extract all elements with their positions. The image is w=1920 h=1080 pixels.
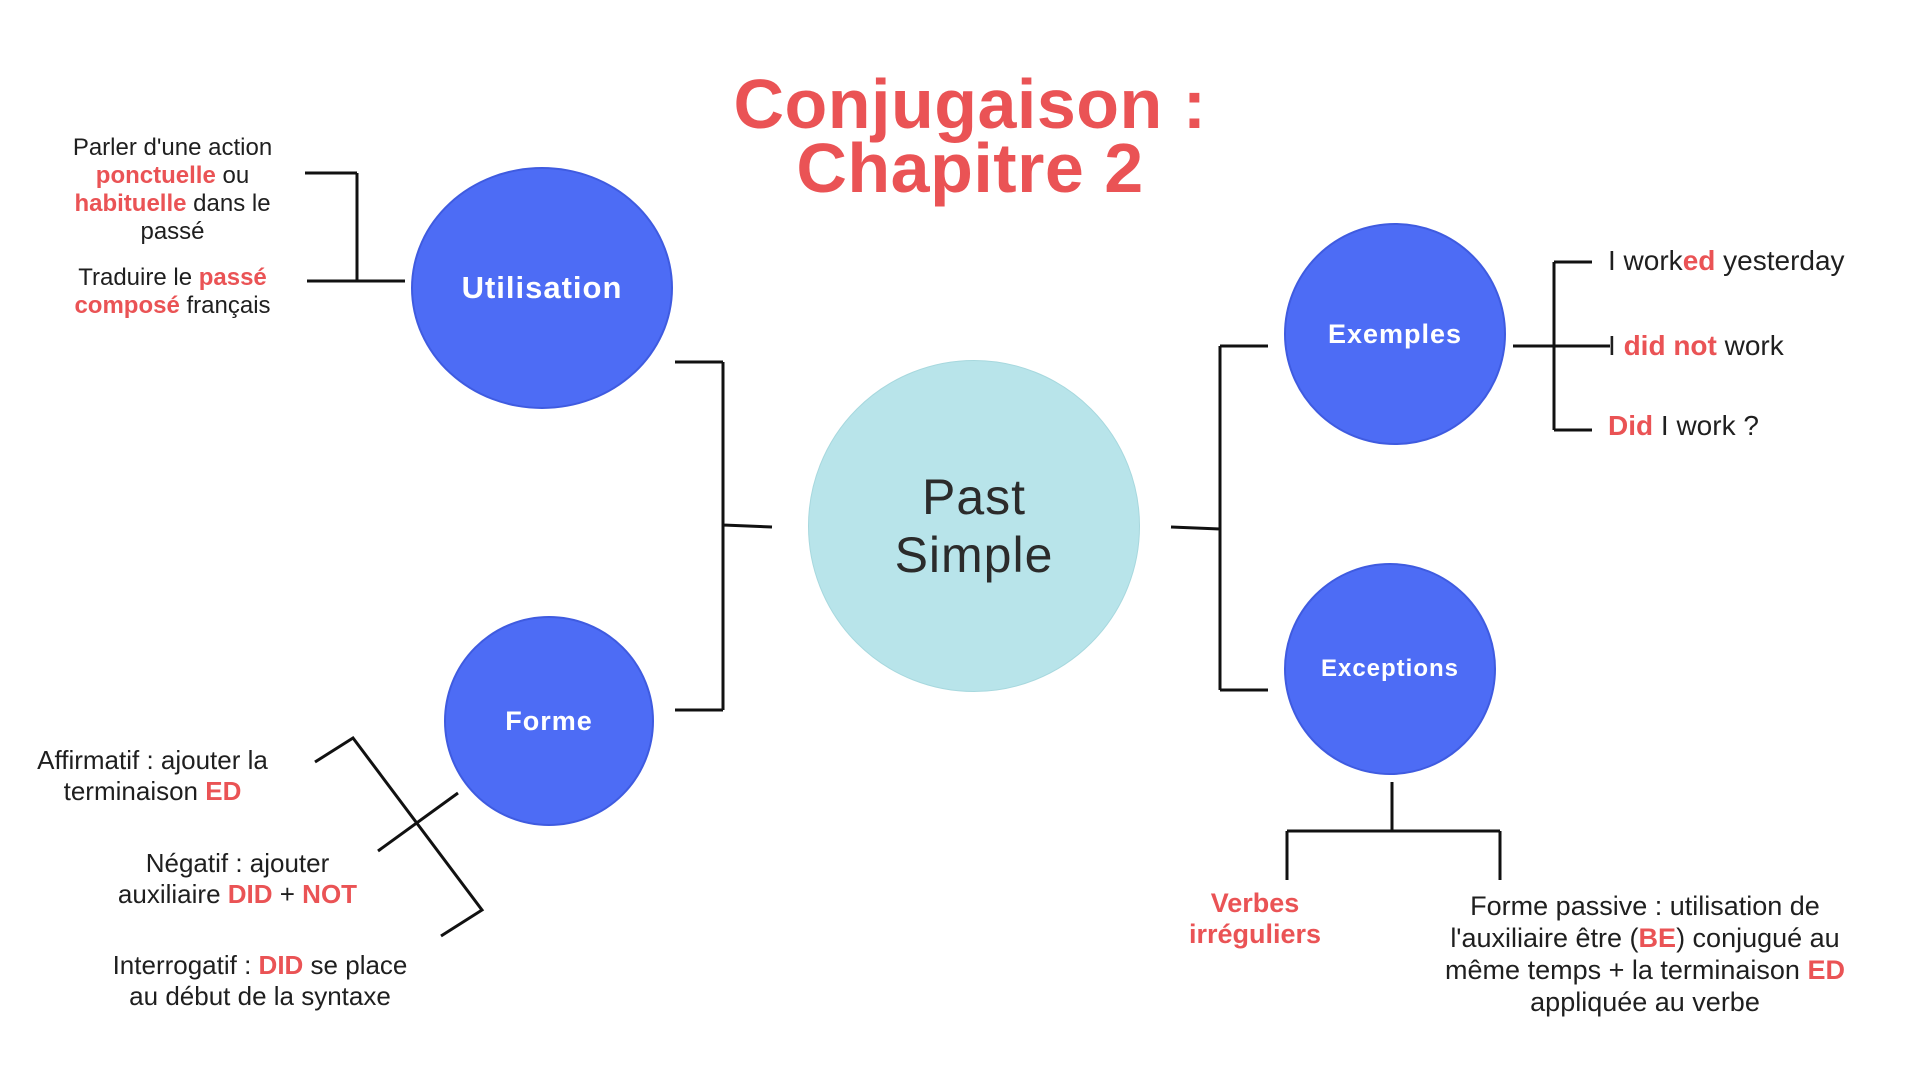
- highlight-did: DID: [258, 950, 304, 980]
- text-fragment: I: [1608, 330, 1624, 361]
- node-utilisation[interactable]: Utilisation: [411, 167, 673, 409]
- center-label-line-2: Simple: [894, 527, 1054, 583]
- forme-note-interrogatif: Interrogatif : DID se place au début de …: [80, 950, 440, 1012]
- text-fragment: I work ?: [1653, 410, 1759, 441]
- text-fragment: Parler d'une action: [72, 134, 273, 161]
- highlight-ed: ed: [1682, 245, 1716, 276]
- text-fragment: Traduire le: [78, 264, 199, 291]
- highlight-ed: ED: [1807, 955, 1845, 985]
- node-exemples[interactable]: Exemples: [1284, 223, 1506, 445]
- title-line-1: Conjugaison :: [733, 65, 1207, 143]
- utilisation-note-2: Traduire le passé composé français: [40, 264, 305, 320]
- connector-exemples: [1513, 260, 1610, 432]
- text-fragment: même temps + la terminaison: [1445, 955, 1808, 985]
- exception-verbes-irreguliers: Verbes irréguliers: [1155, 888, 1355, 950]
- highlight-habituelle: habituelle: [74, 190, 187, 217]
- text-fragment: I work: [1608, 245, 1683, 276]
- forme-note-negatif: Négatif : ajouter auxiliaire DID + NOT: [95, 848, 380, 910]
- connector-exceptions: [1285, 782, 1502, 880]
- title-line-2: Chapitre 2: [796, 129, 1144, 207]
- connector-center-left: [675, 360, 773, 712]
- forme-note-affirmatif: Affirmatif : ajouter la terminaison ED: [10, 745, 295, 807]
- utilisation-note-1: Parler d'une action ponctuelle ou habitu…: [40, 134, 305, 246]
- text-fragment: irréguliers: [1188, 919, 1322, 949]
- text-fragment: Verbes: [1210, 888, 1300, 918]
- text-fragment: au début de la syntaxe: [129, 981, 391, 1011]
- highlight-did: Did: [1608, 410, 1654, 441]
- highlight-did: DID: [227, 879, 273, 909]
- highlight-did-not: did not: [1623, 330, 1717, 361]
- text-fragment: appliquée au verbe: [1530, 987, 1760, 1017]
- text-fragment: l'auxiliaire être (: [1450, 923, 1639, 953]
- text-fragment: ou: [215, 162, 250, 189]
- highlight-ponctuelle: ponctuelle: [95, 162, 216, 189]
- text-fragment: dans le: [186, 190, 271, 217]
- center-node-past-simple[interactable]: Past Simple: [808, 360, 1140, 692]
- exception-forme-passive: Forme passive : utilisation de l'auxilia…: [1375, 890, 1915, 1018]
- text-fragment: Interrogatif :: [112, 950, 259, 980]
- text-fragment: terminaison: [63, 776, 206, 806]
- text-fragment: se place: [303, 950, 408, 980]
- page-title: Conjugaison : Chapitre 2: [620, 65, 1320, 207]
- node-forme-label: Forme: [505, 705, 593, 736]
- highlight-not: NOT: [302, 879, 358, 909]
- node-exceptions[interactable]: Exceptions: [1284, 563, 1496, 775]
- connector-forme: [314, 735, 485, 938]
- text-fragment: Affirmatif : ajouter la: [37, 745, 268, 775]
- node-utilisation-label: Utilisation: [461, 270, 623, 305]
- node-exemples-label: Exemples: [1327, 318, 1463, 349]
- text-fragment: Négatif : ajouter: [145, 848, 330, 878]
- highlight-passe: passé: [198, 264, 267, 291]
- text-fragment: work: [1716, 330, 1784, 361]
- exemple-1: I worked yesterday: [1608, 245, 1845, 277]
- text-fragment: +: [272, 879, 303, 909]
- exemple-2: I did not work: [1608, 330, 1784, 362]
- text-fragment: Forme passive : utilisation de: [1470, 891, 1820, 921]
- connector-center-right: [1170, 344, 1268, 692]
- center-label-line-1: Past: [921, 469, 1027, 525]
- node-forme[interactable]: Forme: [444, 616, 654, 826]
- highlight-be: BE: [1638, 923, 1677, 953]
- connector-utilisation: [305, 171, 405, 283]
- text-fragment: auxiliaire: [117, 879, 228, 909]
- highlight-compose: composé: [74, 292, 180, 319]
- text-fragment: français: [179, 292, 271, 319]
- exemple-3: Did I work ?: [1608, 410, 1759, 442]
- node-exceptions-label: Exceptions: [1320, 655, 1460, 682]
- text-fragment: ) conjugué au: [1676, 923, 1840, 953]
- highlight-ed: ED: [205, 776, 242, 806]
- text-fragment: yesterday: [1715, 245, 1845, 276]
- text-fragment: passé: [140, 218, 205, 245]
